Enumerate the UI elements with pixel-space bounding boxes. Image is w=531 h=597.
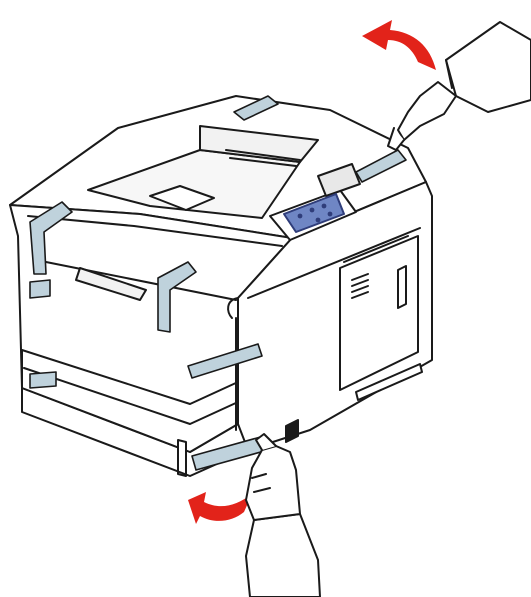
hands [245, 21, 531, 597]
tape-front-left-corner [29, 201, 73, 275]
arrow-lower-left [188, 492, 252, 524]
tape-left-lower [29, 371, 57, 389]
arrow-upper-right [362, 20, 436, 70]
arrows [188, 20, 436, 524]
operator-panel [269, 163, 361, 241]
panel-button-icon [327, 211, 333, 217]
output-tray [87, 149, 301, 219]
tape-front-right [187, 343, 263, 379]
panel-button-icon [315, 217, 321, 223]
panel-button-icon [321, 203, 327, 209]
panel-button-icon [297, 213, 303, 219]
tape-front-center [157, 261, 197, 333]
tape-left-top [29, 279, 51, 299]
panel-button-icon [309, 207, 315, 213]
hand-upper-right [387, 21, 531, 151]
paper-level-gauge [397, 265, 407, 309]
printer [9, 95, 433, 477]
tape-top-left [233, 95, 279, 121]
hand-lower [245, 433, 321, 597]
tape-top-right [355, 149, 407, 183]
tape-strips [29, 95, 407, 471]
